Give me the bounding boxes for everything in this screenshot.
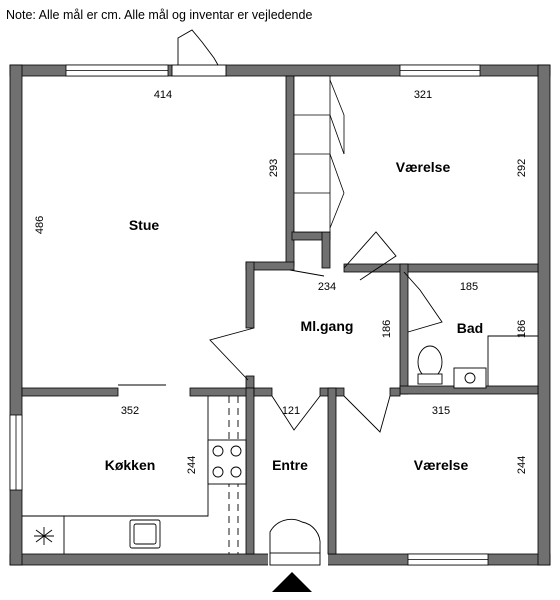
dim-vaerelse-bottom-height: 244 (516, 456, 528, 474)
exterior-doors (171, 29, 321, 566)
stove (207, 439, 247, 485)
dim-bad-height: 186 (516, 320, 528, 338)
entrance-arrow-icon (272, 572, 312, 592)
interior-walls (21, 75, 539, 555)
room-vaerelse-bottom: Værelse (414, 457, 469, 473)
room-vaerelse-top: Værelse (396, 159, 451, 175)
interior-doors (209, 231, 443, 433)
bathroom-fixtures (417, 335, 538, 389)
room-entre: Entre (272, 457, 308, 473)
dim-stue-partition: 293 (268, 159, 280, 177)
kitchen-counter (22, 396, 247, 554)
room-mlgang: Ml.gang (301, 318, 354, 334)
dim-vaerelse-bottom-width: 315 (432, 405, 450, 417)
dim-entre-width: 121 (282, 405, 300, 417)
dim-mlgang-height: 186 (381, 320, 393, 338)
wardrobe (293, 75, 345, 233)
dim-bad-width: 185 (460, 281, 478, 293)
plan-note: Note: Alle mål er cm. Alle mål og invent… (6, 8, 313, 22)
dim-koekken-height: 244 (186, 456, 198, 474)
windows (9, 64, 489, 566)
extractor-icon (34, 527, 54, 545)
dim-mlgang-width: 234 (318, 281, 336, 293)
dim-vaerelse-top-height: 292 (516, 159, 528, 177)
dim-vaerelse-top-width: 321 (414, 89, 432, 101)
room-koekken: Køkken (105, 457, 156, 473)
toilet (417, 345, 443, 379)
dim-stue-width: 414 (154, 89, 172, 101)
room-stue: Stue (129, 217, 160, 233)
dim-stue-height: 486 (34, 216, 46, 234)
room-bad: Bad (457, 320, 483, 336)
dim-koekken-width: 352 (121, 405, 139, 417)
